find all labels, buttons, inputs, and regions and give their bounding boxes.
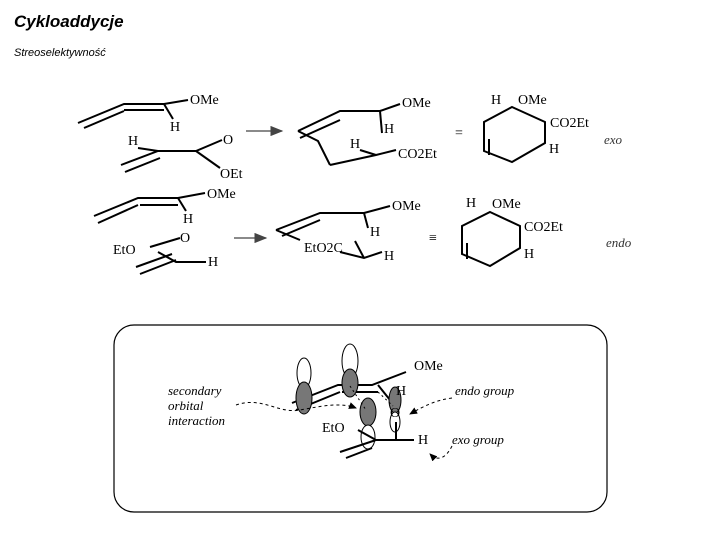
exo-product-h2: H [549,142,559,157]
endo-dienophile-eto: EtO [113,243,136,258]
exo-ester-oet: OEt [220,167,243,182]
endo-equivalence: ≡ [429,231,437,246]
orbital-h-bottom: H [418,433,428,448]
exo-product-ester: CO2Et [550,116,589,131]
orbital-dienophile-frame [339,422,414,459]
exo-dienophile [120,139,223,173]
exo-equivalence: = [455,126,463,141]
exo-ts-h2: H [350,137,360,152]
endo-product-h1: H [466,196,476,211]
exo-diene-h: H [170,120,180,135]
exo-ts-h1: H [384,122,394,137]
endo-diene-ome: OMe [207,187,236,202]
page-subtitle: Streoselektywność [14,47,106,59]
exo-product-h1: H [491,93,501,108]
endo-product-ome: OMe [492,197,521,212]
exo-transition-state [297,103,401,166]
secondary-label-line3: interaction [168,413,225,428]
exo-carbonyl-o: O [223,133,233,148]
endo-product-h2: H [524,247,534,262]
exo-diene-ome: OMe [190,93,219,108]
endo-ts-h1: H [370,225,380,240]
exo-label: exo [604,132,623,147]
exo-dienophile-h: H [128,134,138,149]
exo-product-ome: OMe [518,93,547,108]
orbital-eto: EtO [322,421,345,436]
page-title: Cykloaddycje [14,12,124,31]
exo-diene [77,99,189,129]
endo-group-label: endo group [455,383,515,398]
endo-product-ester: CO2Et [524,220,563,235]
endo-ts-ome: OMe [392,199,421,214]
endo-dienophile [135,237,206,275]
orbital-o: O [390,406,400,421]
endo-ts-h2: H [384,249,394,264]
exo-group-arrow [429,445,453,462]
endo-ts-ester: EtO2C [304,241,343,256]
endo-carbonyl-o: O [180,231,190,246]
endo-diene [93,192,206,224]
endo-transition-state [275,205,391,260]
orbital-h-top: H [396,384,406,399]
orbital-ome: OMe [414,359,443,374]
endo-label: endo [606,235,632,250]
endo-dienophile-h: H [208,255,218,270]
endo-diene-h: H [183,212,193,227]
exo-product-ring [483,105,546,164]
orbital-bond-forming-2 [377,391,394,407]
endo-product-ring [461,210,521,268]
secondary-interaction-arrow [235,401,357,412]
exo-group-label: exo group [452,432,504,447]
exo-ts-ome: OMe [402,96,431,111]
exo-ts-ester: CO2Et [398,147,437,162]
secondary-label-line1: secondary [168,383,222,398]
secondary-label-line2: orbital [168,398,204,413]
